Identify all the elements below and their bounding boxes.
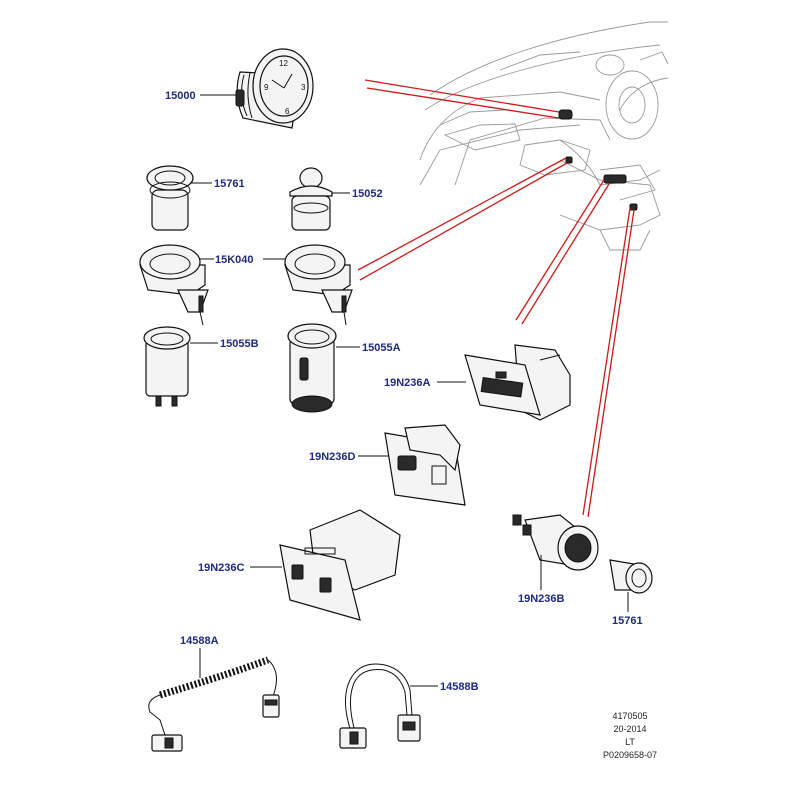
svg-text:3: 3: [301, 83, 306, 92]
footer-line-1: 4170505: [612, 711, 648, 721]
svg-text:6: 6: [285, 107, 290, 116]
cigar-plug-right: [609, 559, 653, 594]
usb-socket-d: [384, 424, 466, 506]
footer-line-4: P0209658-07: [602, 750, 658, 760]
drawing-reference: 4170505 20-2014 LT P0209658-07: [590, 710, 670, 762]
part-label-15761-left: 15761: [214, 178, 245, 190]
socket-body: [287, 323, 337, 413]
part-label-15055A: 15055A: [362, 342, 401, 354]
callout-lines: [357, 79, 635, 518]
clock-part: 12 3 6 9: [235, 48, 314, 129]
part-label-15761-right: 15761: [612, 615, 643, 627]
clock-location-marker: [558, 109, 573, 120]
diagram-sheet: [130, 20, 670, 775]
part-label-14588A: 14588A: [180, 635, 219, 647]
part-label-19N236D: 19N236D: [309, 451, 356, 463]
footer-line-2: 20-2014: [613, 724, 647, 734]
part-label-19N236B: 19N236B: [518, 593, 565, 605]
coiled-cable: [148, 656, 280, 752]
socket-bracket-right: [284, 244, 353, 326]
socket-location-marker: [565, 156, 573, 164]
short-cable: [339, 663, 421, 749]
part-label-19N236C: 19N236C: [198, 562, 245, 574]
part-label-19N236A: 19N236A: [384, 377, 431, 389]
usb-socket-a: [464, 344, 571, 421]
part-label-15K040: 15K040: [215, 254, 254, 266]
cigar-plug-knob: [289, 167, 333, 231]
footer-line-3: LT: [625, 737, 635, 747]
svg-text:9: 9: [264, 83, 269, 92]
usb-socket-c: [279, 509, 401, 621]
socket-long: [143, 326, 191, 407]
part-label-15000: 15000: [165, 90, 196, 102]
socket-bracket-left: [139, 244, 209, 326]
part-label-15052: 15052: [352, 188, 383, 200]
part-label-14588B: 14588B: [440, 681, 479, 693]
part-label-15055B: 15055B: [220, 338, 259, 350]
svg-text:12: 12: [279, 59, 288, 68]
rear-socket-location-marker: [629, 203, 638, 211]
round-socket: [512, 514, 599, 571]
usb-location-marker: [603, 174, 627, 184]
dashboard-illustration: [419, 21, 669, 251]
cigar-plug-left: [146, 165, 194, 231]
